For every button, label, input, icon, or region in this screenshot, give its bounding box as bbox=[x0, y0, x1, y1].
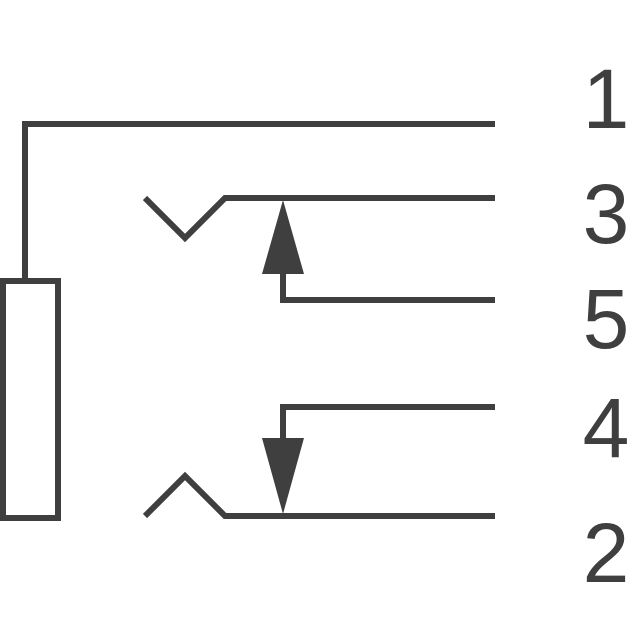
plug-body bbox=[0, 278, 61, 521]
wire-pin-2 bbox=[142, 471, 495, 519]
wire-pin-5 bbox=[280, 270, 495, 303]
pin-label-4: 4 bbox=[583, 381, 630, 475]
arrow-up-icon bbox=[262, 200, 304, 274]
pin-label-2: 2 bbox=[583, 506, 630, 600]
wire-pin-1 bbox=[22, 121, 495, 281]
wire-pin-3 bbox=[142, 195, 495, 243]
arrow-down-icon bbox=[262, 438, 304, 514]
pin-label-3: 3 bbox=[583, 167, 630, 261]
wire-pin-4 bbox=[280, 404, 495, 440]
pin-label-1: 1 bbox=[583, 52, 630, 146]
pin-label-5: 5 bbox=[583, 272, 630, 366]
